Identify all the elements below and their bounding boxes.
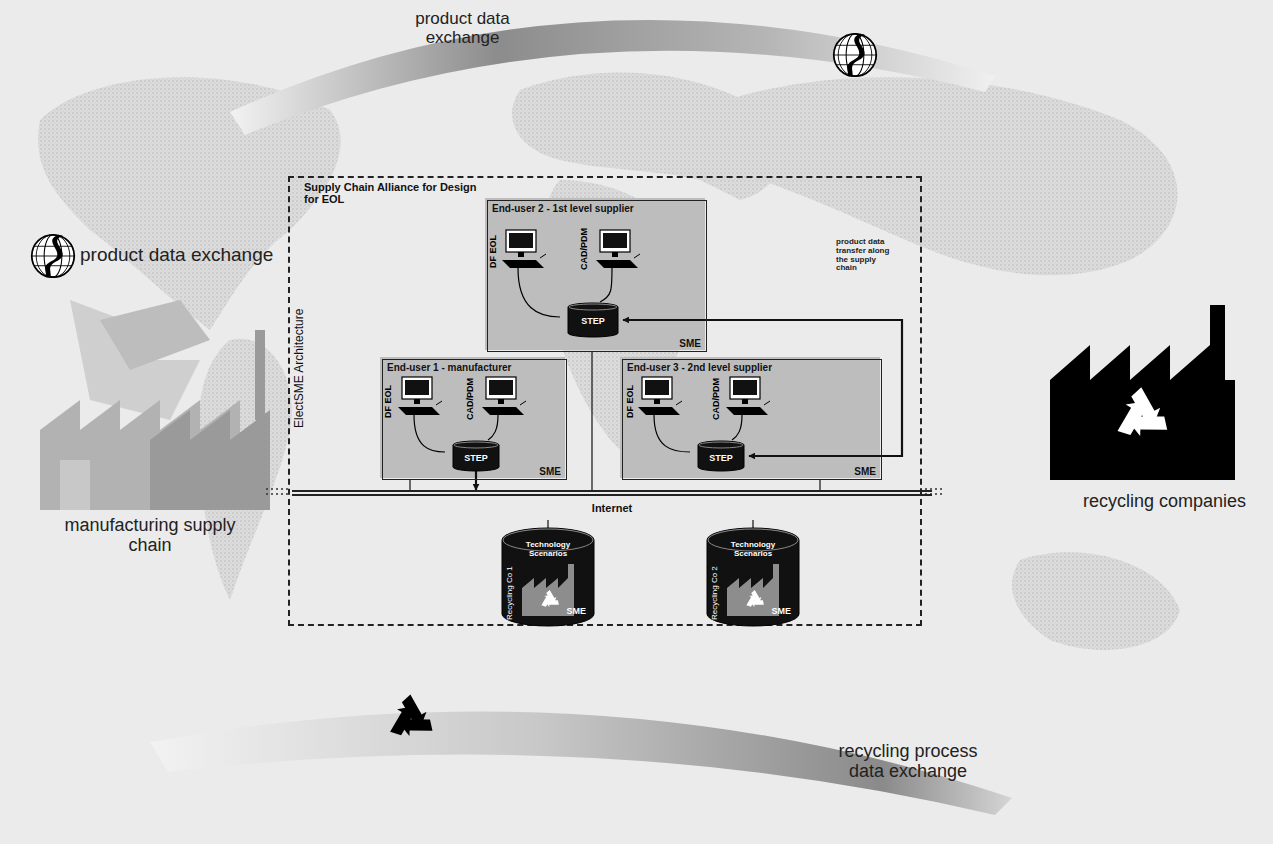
node-text: Internet bbox=[292, 502, 932, 514]
connector bbox=[819, 480, 820, 490]
node-text: End-user 2 - 1st level supplier bbox=[492, 203, 634, 214]
flow-label: product data exchange bbox=[400, 10, 525, 47]
vertical-label: Recycling Co 1 bbox=[506, 566, 515, 620]
internet-bus: Internet bbox=[292, 490, 932, 520]
software-label: DF EOL bbox=[384, 385, 394, 418]
group-label: manufacturing supply chain bbox=[55, 516, 245, 556]
connector bbox=[547, 520, 548, 528]
factory-icon bbox=[727, 564, 779, 616]
recycling-database: Technology ScenariosRecycling Co 2 SME bbox=[707, 528, 799, 626]
recycling-database: Technology ScenariosRecycling Co 1 SME bbox=[502, 528, 594, 626]
node-text: SME bbox=[679, 338, 701, 349]
connector bbox=[475, 471, 477, 490]
node-text: End-user 3 - 2nd level supplier bbox=[627, 362, 772, 373]
group-label: recycling companies bbox=[1062, 492, 1267, 512]
end-user-box: End-user 2 - 1st level supplierSME STEP bbox=[487, 200, 707, 352]
note-label: product data transfer along the supply c… bbox=[836, 238, 892, 273]
end-user-box: End-user 1 - manufacturerSME STEP bbox=[382, 359, 567, 480]
software-label: DF EOL bbox=[626, 385, 636, 418]
node-text: End-user 1 - manufacturer bbox=[387, 362, 511, 373]
factory-icon bbox=[522, 564, 574, 616]
recycle-icon bbox=[746, 589, 765, 610]
alliance-frame: ElectSME Architecture Supply Chain Allian… bbox=[288, 176, 922, 626]
connector bbox=[591, 352, 592, 490]
node-text: Technology Scenarios bbox=[717, 541, 789, 559]
recycle-icon bbox=[541, 589, 560, 610]
node-text: STEP bbox=[448, 454, 504, 464]
node-text: SME bbox=[854, 466, 876, 477]
flow-label: product data exchange bbox=[80, 245, 273, 266]
software-label: CAD/PDM bbox=[466, 378, 476, 420]
software-label: CAD/PDM bbox=[712, 378, 722, 420]
connector bbox=[752, 520, 753, 528]
node-text: SME bbox=[566, 607, 586, 617]
step-database: STEP bbox=[693, 441, 749, 471]
vertical-label: ElectSME Architecture bbox=[293, 309, 306, 428]
step-database: STEP bbox=[563, 303, 623, 337]
node-text: Technology Scenarios bbox=[512, 541, 584, 559]
software-label: CAD/PDM bbox=[580, 228, 590, 270]
node-text: SME bbox=[539, 466, 561, 477]
node-text: STEP bbox=[693, 454, 749, 464]
vertical-label: Recycling Co 2 bbox=[711, 566, 720, 620]
end-user-box: End-user 3 - 2nd level supplierSME STEP bbox=[622, 359, 882, 480]
node-text: STEP bbox=[563, 317, 623, 327]
software-label: DF EOL bbox=[489, 235, 499, 268]
connector bbox=[623, 320, 902, 456]
step-database: STEP bbox=[448, 441, 504, 471]
node-text: SME bbox=[771, 607, 791, 617]
node-text: Supply Chain Alliance for Design for EOL bbox=[304, 181, 489, 205]
flow-label: recycling process data exchange bbox=[828, 742, 988, 782]
connector bbox=[409, 480, 410, 490]
